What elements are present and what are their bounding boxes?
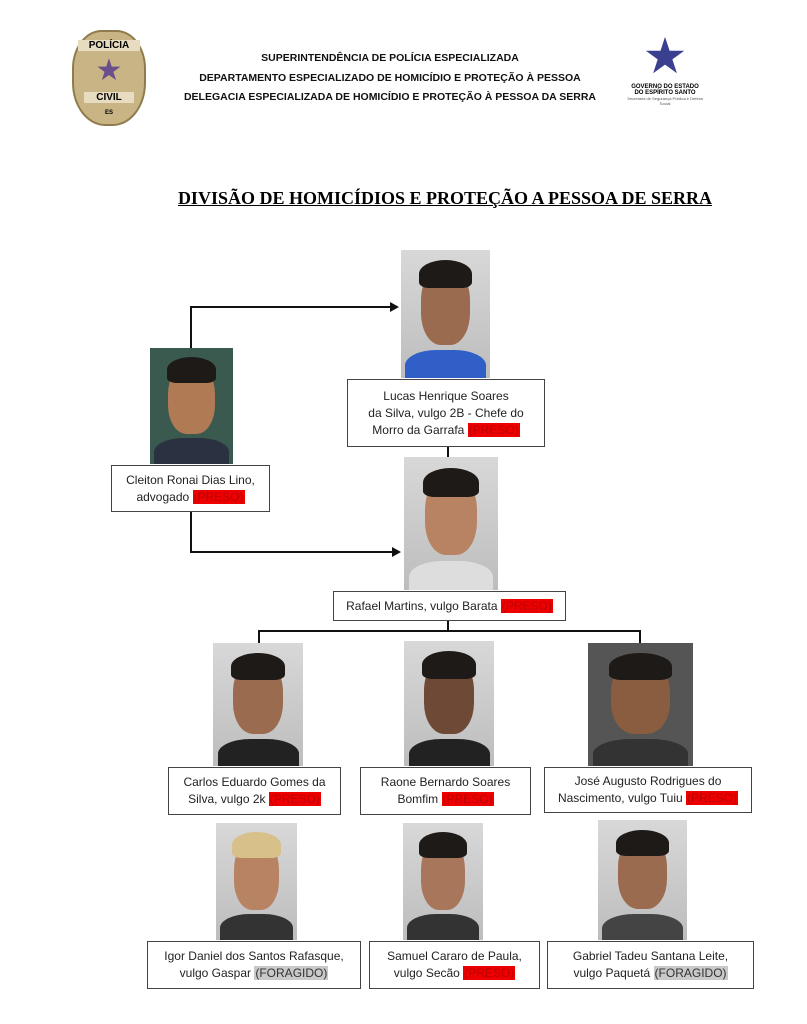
gov-logo-line2: DO ESPÍRITO SANTO [634,90,696,96]
photo-igor [216,823,297,940]
arrow-head-icon [390,302,399,312]
person-box-carlos: Carlos Eduardo Gomes da Silva, vulgo 2k … [168,767,341,815]
person-name: Morro da Garrafa [372,422,465,437]
photo-carlos [213,643,303,766]
header-line-2: DEPARTAMENTO ESPECIALIZADO DE HOMICÍDIO … [199,72,581,84]
photo-samuel [403,823,483,940]
photo-raone [404,641,494,766]
star-emblem-icon: ★ [95,54,123,87]
person-name: advogado [136,489,190,504]
person-name: Rafael Martins, vulgo Barata [346,598,498,613]
person-box-igor: Igor Daniel dos Santos Rafasque, vulgo G… [147,941,361,989]
connector [190,551,392,553]
person-name: da Silva, vulgo 2B - Chefe do [368,405,524,420]
header-line-1: SUPERINTENDÊNCIA DE POLÍCIA ESPECIALIZAD… [261,52,519,64]
governo-es-logo: ★ GOVERNO DO ESTADO DO ESPÍRITO SANTO Se… [625,28,705,128]
photo-cleiton [150,348,233,464]
connector [258,630,641,632]
person-box-lucas: Lucas Henrique Soares da Silva, vulgo 2B… [347,379,545,447]
status-badge: (FORAGIDO) [254,966,329,980]
connector [447,620,449,632]
person-box-rafael: Rafael Martins, vulgo Barata (PRESO) [333,591,566,621]
person-name: Carlos Eduardo Gomes da [183,775,326,789]
connector [258,630,260,643]
connector [639,630,641,643]
photo-gabriel [598,820,687,940]
gov-logo-line3: Secretaria de Segurança Pública e Defesa… [627,96,703,106]
person-name: Nascimento, vulgo Tuiu [557,791,683,805]
person-box-samuel: Samuel Cararo de Paula, vulgo Secão (PRE… [369,941,540,989]
badge-state-text: ES [104,110,113,116]
state-star-icon: ★ [642,28,688,84]
badge-bottom-text: CIVIL [84,92,134,103]
person-name: Samuel Cararo de Paula, [387,949,522,963]
badge-top-text: POLÍCIA [78,40,140,51]
person-name: Igor Daniel dos Santos Rafasque, [164,949,344,963]
status-badge: (PRESO) [467,422,520,437]
page-title: DIVISÃO DE HOMICÍDIOS E PROTEÇÃO A PESSO… [177,188,713,208]
gov-logo-line1: GOVERNO DO ESTADO [631,84,699,90]
person-name: Raone Bernardo Soares [380,775,511,789]
status-badge: (FORAGIDO) [653,966,728,980]
person-box-gabriel: Gabriel Tadeu Santana Leite, vulgo Paque… [547,941,754,989]
connector [190,306,192,348]
person-box-raone: Raone Bernardo Soares Bomfim (PRESO) [360,767,531,815]
connector [190,306,390,308]
status-badge: (PRESO) [686,791,739,805]
status-badge: (PRESO) [463,966,516,980]
person-name: vulgo Secão [393,966,460,980]
photo-jose [588,643,693,766]
arrow-head-icon [392,547,401,557]
person-name: vulgo Gaspar [179,966,252,980]
header-line-3: DELEGACIA ESPECIALIZADA DE HOMICÍDIO E P… [183,91,597,103]
person-name: Cleiton Ronai Dias Lino, [126,472,255,487]
person-box-jose: José Augusto Rodrigues do Nascimento, vu… [544,767,752,813]
person-box-cleiton: Cleiton Ronai Dias Lino, advogado (PRESO… [111,465,270,512]
connector [190,511,192,553]
person-name: Gabriel Tadeu Santana Leite, [572,949,729,963]
person-name: Silva, vulgo 2k [188,792,266,806]
status-badge: (PRESO) [268,792,321,806]
person-name: vulgo Paquetá [573,966,651,980]
person-name: Lucas Henrique Soares [383,388,509,403]
person-name: José Augusto Rodrigues do [574,774,722,788]
status-badge: (PRESO) [500,598,553,613]
person-name: Bomfim [397,792,439,806]
status-badge: (PRESO) [441,792,494,806]
connector [447,446,449,458]
policia-civil-badge-logo: POLÍCIA ★ CIVIL ES [72,30,146,126]
status-badge: (PRESO) [192,489,245,504]
photo-rafael [404,457,498,590]
photo-lucas [401,250,490,378]
